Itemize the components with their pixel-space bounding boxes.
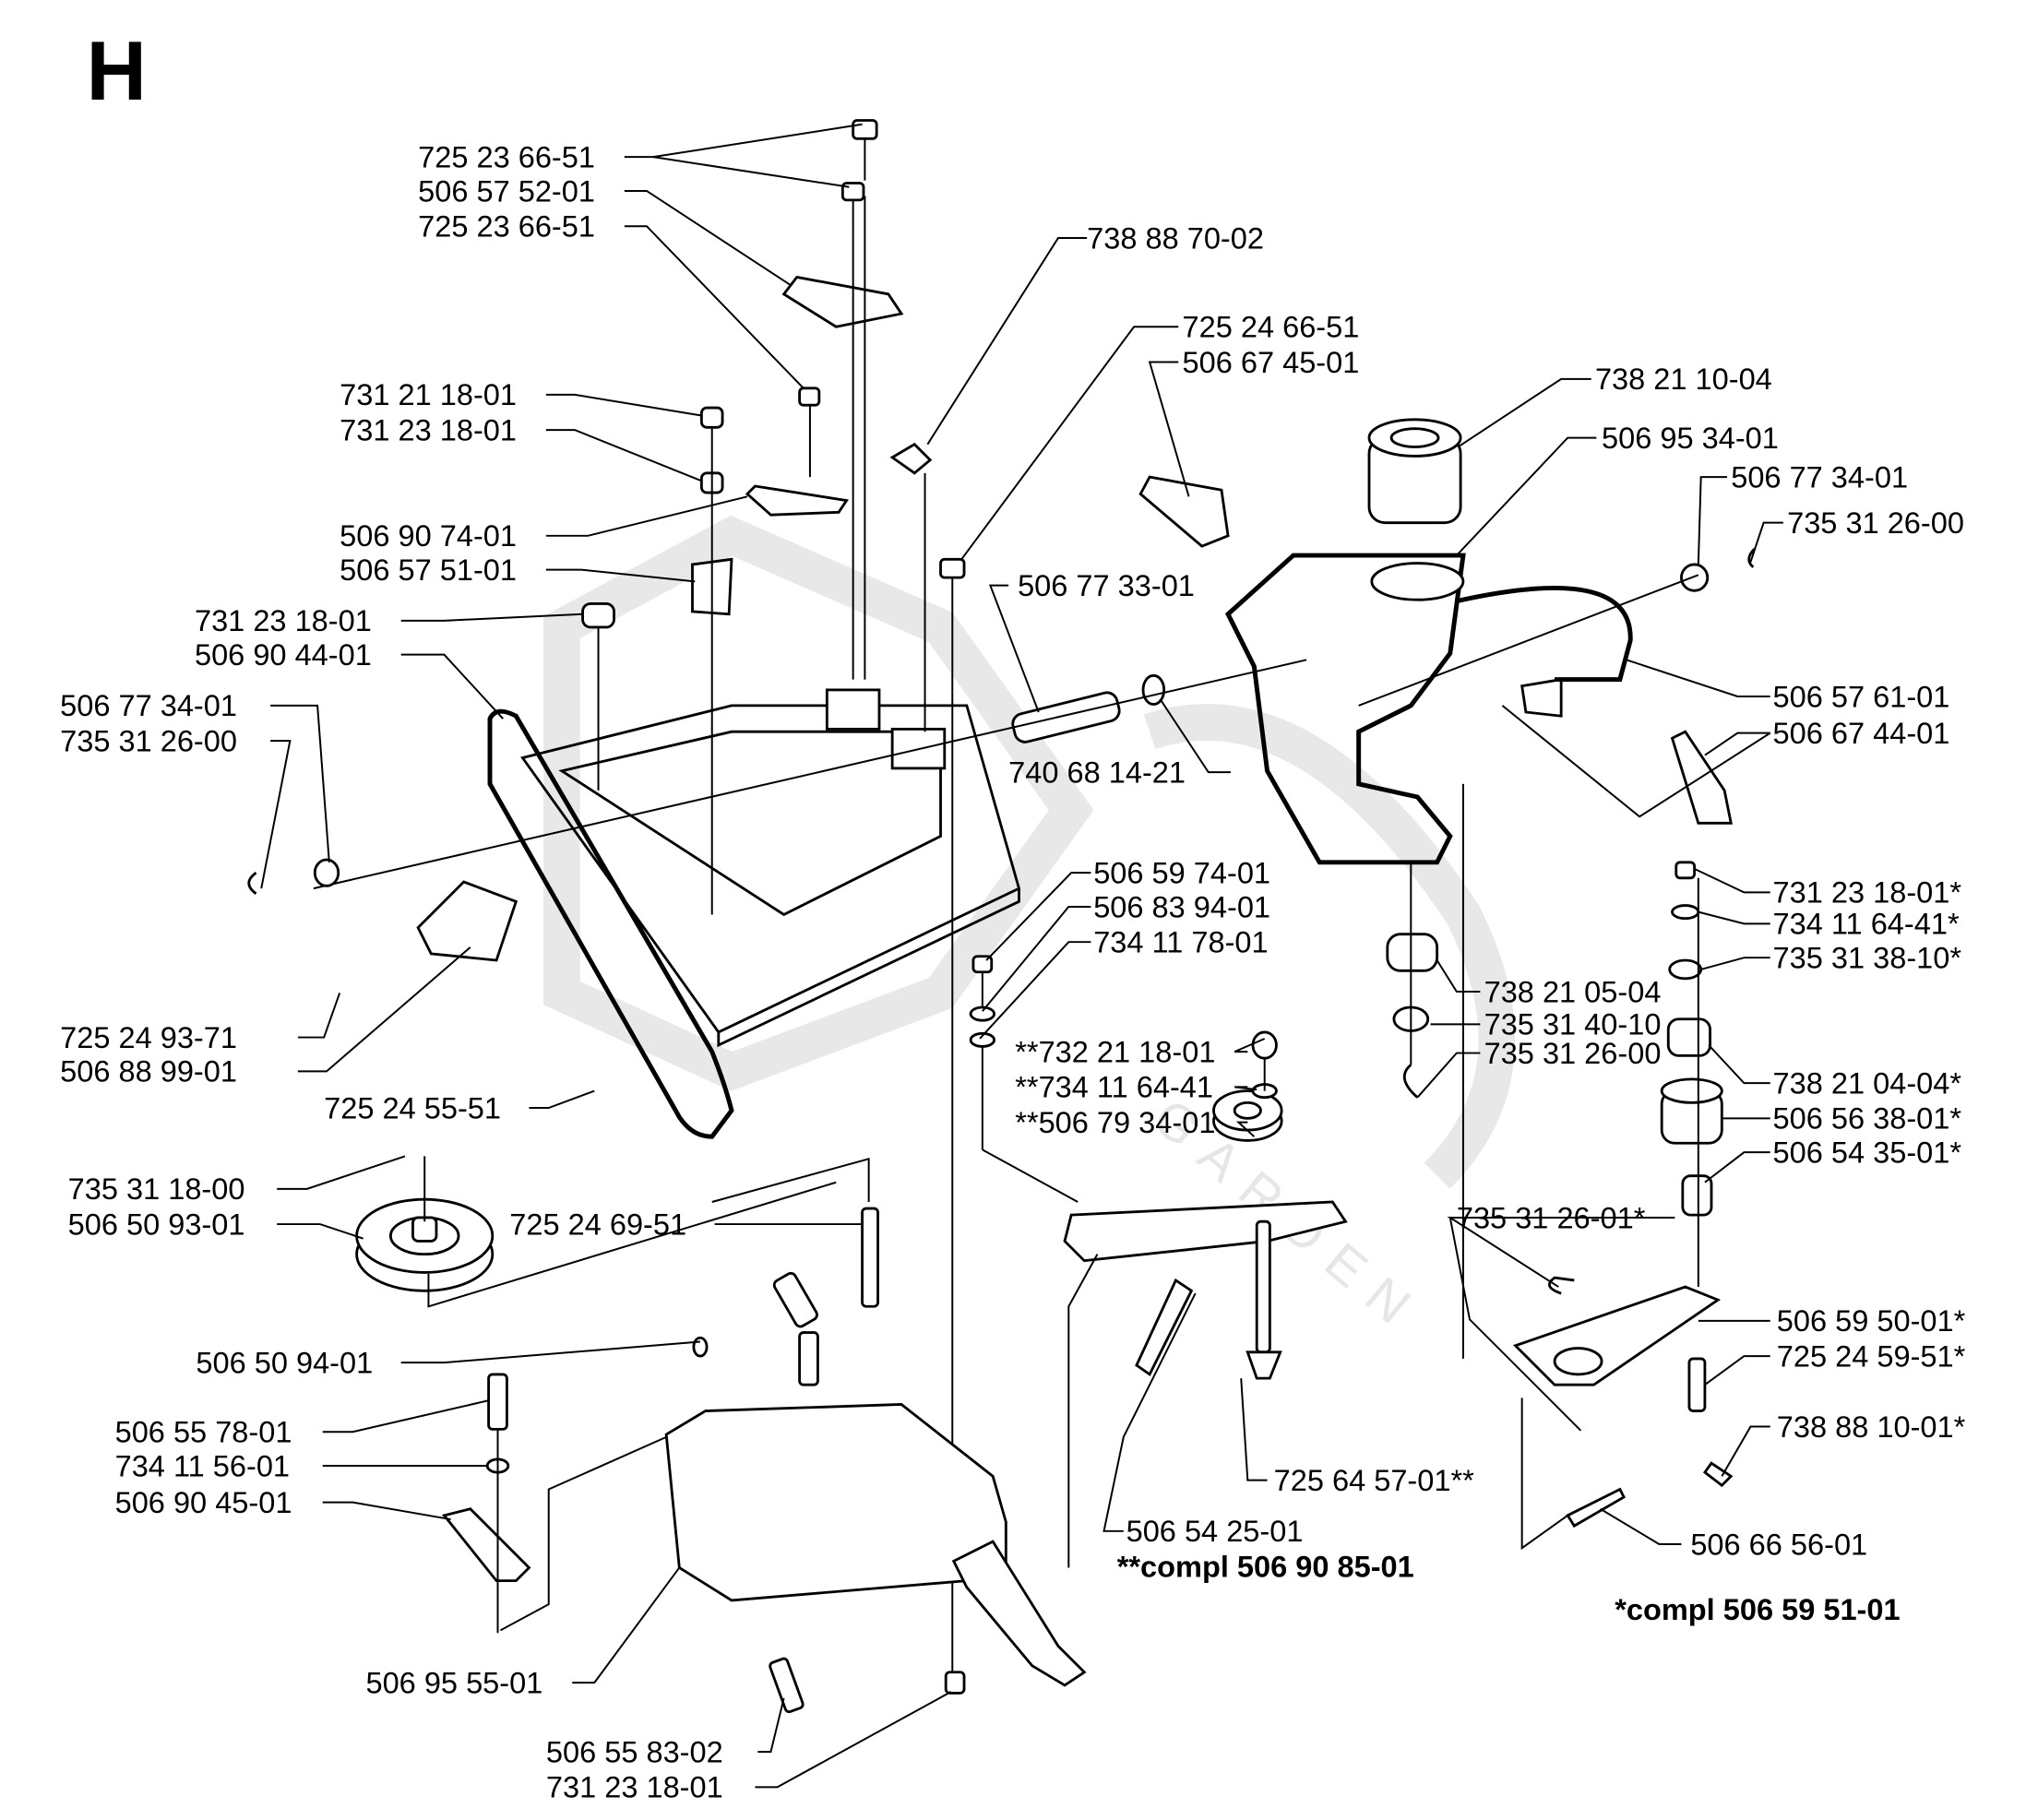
- part-label: 506 77 33-01: [1018, 569, 1195, 602]
- part-label: 506 57 51-01: [340, 553, 517, 587]
- part-label: 734 11 78-01: [1093, 926, 1268, 959]
- watermark-logo: GARDEN: [543, 515, 1516, 1347]
- part-label: 506 77 34-01: [1731, 460, 1908, 494]
- part-label: 735 31 26-01*: [1457, 1201, 1646, 1234]
- part-label: 506 56 38-01*: [1773, 1102, 1962, 1136]
- part-label: 731 23 18-01: [546, 1771, 723, 1804]
- part-label: 735 31 26-00: [1787, 506, 1964, 540]
- part-label: 725 24 66-51: [1183, 311, 1360, 344]
- part-label: 725 24 55-51: [324, 1091, 501, 1124]
- part-label: 735 31 26-00: [1484, 1037, 1662, 1070]
- part-label: 735 31 18-00: [68, 1172, 245, 1206]
- part-label: 731 23 18-01*: [1773, 876, 1962, 910]
- part-label: 506 90 44-01: [195, 638, 372, 672]
- part-label: 731 23 18-01: [340, 413, 517, 446]
- part-label: 506 67 44-01: [1773, 717, 1950, 750]
- part-label: 506 59 74-01: [1093, 856, 1270, 889]
- part-label: 506 67 45-01: [1183, 346, 1360, 379]
- leader-lines: [260, 123, 1783, 1789]
- part-label: 506 77 34-01: [60, 689, 237, 722]
- part-label: 506 50 94-01: [196, 1346, 373, 1379]
- part-label: 506 66 56-01: [1690, 1528, 1867, 1561]
- part-label: 506 57 61-01: [1773, 680, 1950, 713]
- part-label: 735 31 38-10*: [1773, 942, 1962, 975]
- part-label: 506 50 93-01: [68, 1207, 245, 1241]
- transmission-gearbox: [441, 1207, 1087, 1714]
- part-label: 506 59 50-01*: [1777, 1304, 1966, 1338]
- part-label: **734 11 64-41: [1015, 1071, 1213, 1104]
- part-label: 506 83 94-01: [1093, 890, 1270, 923]
- part-label: 506 57 52-01: [418, 174, 595, 208]
- part-label: 506 90 74-01: [340, 519, 517, 553]
- part-labels: 725 23 66-51 506 57 52-01 725 23 66-51 7…: [60, 140, 1965, 1803]
- footnote-single-star: *compl 506 59 51-01: [1615, 1593, 1900, 1626]
- part-label: 506 55 78-01: [115, 1416, 292, 1449]
- part-label: 725 24 93-71: [60, 1021, 237, 1054]
- part-label: 725 64 57-01**: [1274, 1464, 1474, 1497]
- idler-arms: [969, 955, 1734, 1529]
- part-label: 731 21 18-01: [340, 378, 517, 411]
- part-label: 740 68 14-21: [1008, 755, 1186, 789]
- part-label: 725 23 66-51: [418, 140, 595, 173]
- footnote-double-star: **compl 506 90 85-01: [1117, 1550, 1414, 1583]
- part-label: 725 24 59-51*: [1777, 1339, 1966, 1373]
- pins-and-washers: [247, 547, 1756, 895]
- part-label: 506 95 34-01: [1602, 422, 1779, 455]
- part-label: 506 54 25-01: [1126, 1515, 1304, 1548]
- part-label: 738 21 10-04: [1595, 363, 1772, 396]
- part-label: 731 23 18-01: [195, 604, 372, 637]
- part-label: **732 21 18-01: [1015, 1035, 1215, 1068]
- part-label: 734 11 56-01: [115, 1449, 290, 1482]
- part-label: 735 31 26-00: [60, 724, 237, 757]
- part-label: 725 23 66-51: [418, 210, 595, 244]
- part-label: 506 88 99-01: [60, 1055, 237, 1088]
- swing-arm-housing: [1225, 418, 1633, 865]
- part-label: 734 11 64-41*: [1773, 908, 1960, 941]
- part-label: 506 55 83-02: [546, 1735, 723, 1768]
- part-label: 735 31 40-10: [1484, 1008, 1662, 1041]
- part-label: 725 24 69-51: [509, 1207, 686, 1241]
- upper-bracket: [691, 275, 1733, 825]
- part-label: 738 21 04-04*: [1773, 1066, 1962, 1100]
- part-label: 738 88 10-01*: [1777, 1410, 1966, 1444]
- section-letter: H: [86, 25, 146, 118]
- part-label: 738 21 05-04: [1484, 975, 1662, 1008]
- chassis-frame: [416, 688, 1021, 1139]
- part-label: 738 88 70-02: [1087, 221, 1264, 255]
- part-label: 506 95 55-01: [365, 1666, 542, 1699]
- part-label: 506 54 35-01*: [1773, 1136, 1962, 1170]
- part-label: 506 90 45-01: [115, 1486, 292, 1519]
- part-label: **506 79 34-01: [1015, 1106, 1215, 1139]
